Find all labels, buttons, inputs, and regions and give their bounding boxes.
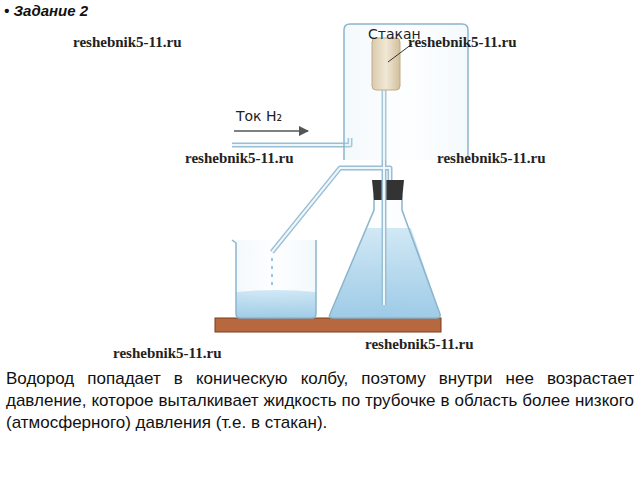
watermark: reshebnik5-11.ru (408, 34, 517, 51)
answer-text: Водород попадает в коническую колбу, поэ… (6, 368, 634, 433)
gas-flow-arrow (234, 130, 308, 132)
watermark: reshebnik5-11.ru (73, 34, 182, 51)
gas-flow-label: Ток H₂ (236, 108, 282, 124)
stopper (372, 180, 404, 200)
watermark: reshebnik5-11.ru (437, 150, 546, 167)
watermark: reshebnik5-11.ru (365, 336, 474, 353)
table (215, 318, 441, 332)
task-heading: • Задание 2 (4, 2, 88, 19)
watermark: reshebnik5-11.ru (113, 345, 222, 362)
watermark: reshebnik5-11.ru (185, 150, 294, 167)
